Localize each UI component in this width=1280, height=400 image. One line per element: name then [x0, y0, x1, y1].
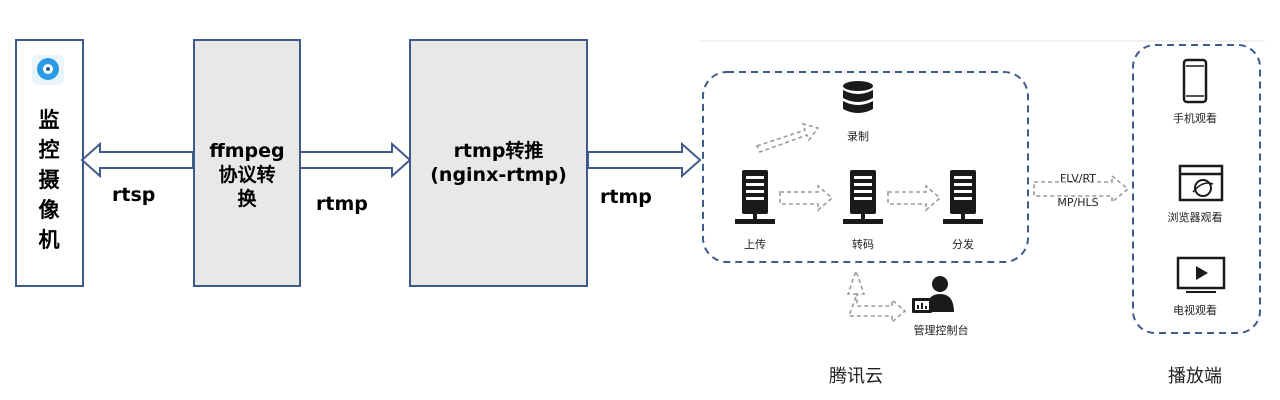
cloud-region	[702, 71, 1029, 263]
rtmp-push-text: rtmp转推 (nginx-rtmp)	[411, 139, 586, 187]
console-user-icon	[912, 276, 954, 313]
dash-arrow-transcode-distribute	[887, 184, 942, 212]
arrow-rtmp-2	[587, 141, 702, 179]
label-mobile: 手机观看	[1173, 112, 1217, 125]
database-icon	[843, 81, 873, 113]
tv-icon	[1176, 256, 1226, 293]
server-icon-distribute	[943, 170, 983, 224]
server-icon-transcode	[843, 170, 883, 224]
player-region	[1132, 44, 1261, 334]
rtmp-push-line-2: (nginx-rtmp)	[430, 164, 567, 186]
arrow-rtmp-1	[299, 141, 412, 179]
dash-arrow-to-player	[1033, 174, 1130, 204]
label-cloud-name: 腾讯云	[829, 366, 883, 387]
ffmpeg-line-3: 换	[237, 188, 257, 210]
ffmpeg-box: ffmpeg 协议转 换	[193, 39, 301, 287]
label-upload: 上传	[744, 238, 766, 251]
camera-label: 监控摄像机	[38, 108, 60, 252]
label-rtsp: rtsp	[112, 184, 156, 206]
webcam-icon	[32, 55, 64, 85]
label-player-name: 播放端	[1168, 366, 1222, 387]
rtmp-push-line-1: rtmp转推	[453, 140, 544, 162]
label-protocol-1: FLV/RT	[1059, 172, 1097, 185]
label-console: 管理控制台	[913, 324, 969, 337]
label-protocol-2: MP/HLS	[1057, 196, 1099, 209]
phone-icon	[1182, 58, 1208, 104]
label-record: 录制	[847, 130, 869, 143]
ffmpeg-line-2: 协议转	[218, 164, 276, 186]
dash-arrow-console	[846, 268, 907, 324]
browser-icon	[1178, 164, 1224, 202]
server-icon-upload	[735, 170, 775, 224]
dash-arrow-upload-transcode	[779, 184, 834, 212]
label-rtmp-2: rtmp	[600, 186, 652, 208]
label-transcode: 转码	[852, 238, 874, 251]
ffmpeg-line-1: ffmpeg	[209, 140, 285, 162]
rtmp-push-box: rtmp转推 (nginx-rtmp)	[409, 39, 588, 287]
arrow-rtsp	[80, 141, 194, 179]
camera-box: 监控摄像机	[15, 39, 84, 287]
label-rtmp-1: rtmp	[316, 193, 368, 215]
ffmpeg-box-text: ffmpeg 协议转 换	[195, 139, 299, 211]
dash-arrow-record	[755, 122, 820, 153]
label-distribute: 分发	[952, 238, 974, 251]
label-tv: 电视观看	[1173, 304, 1217, 317]
label-browser: 浏览器观看	[1167, 211, 1223, 224]
